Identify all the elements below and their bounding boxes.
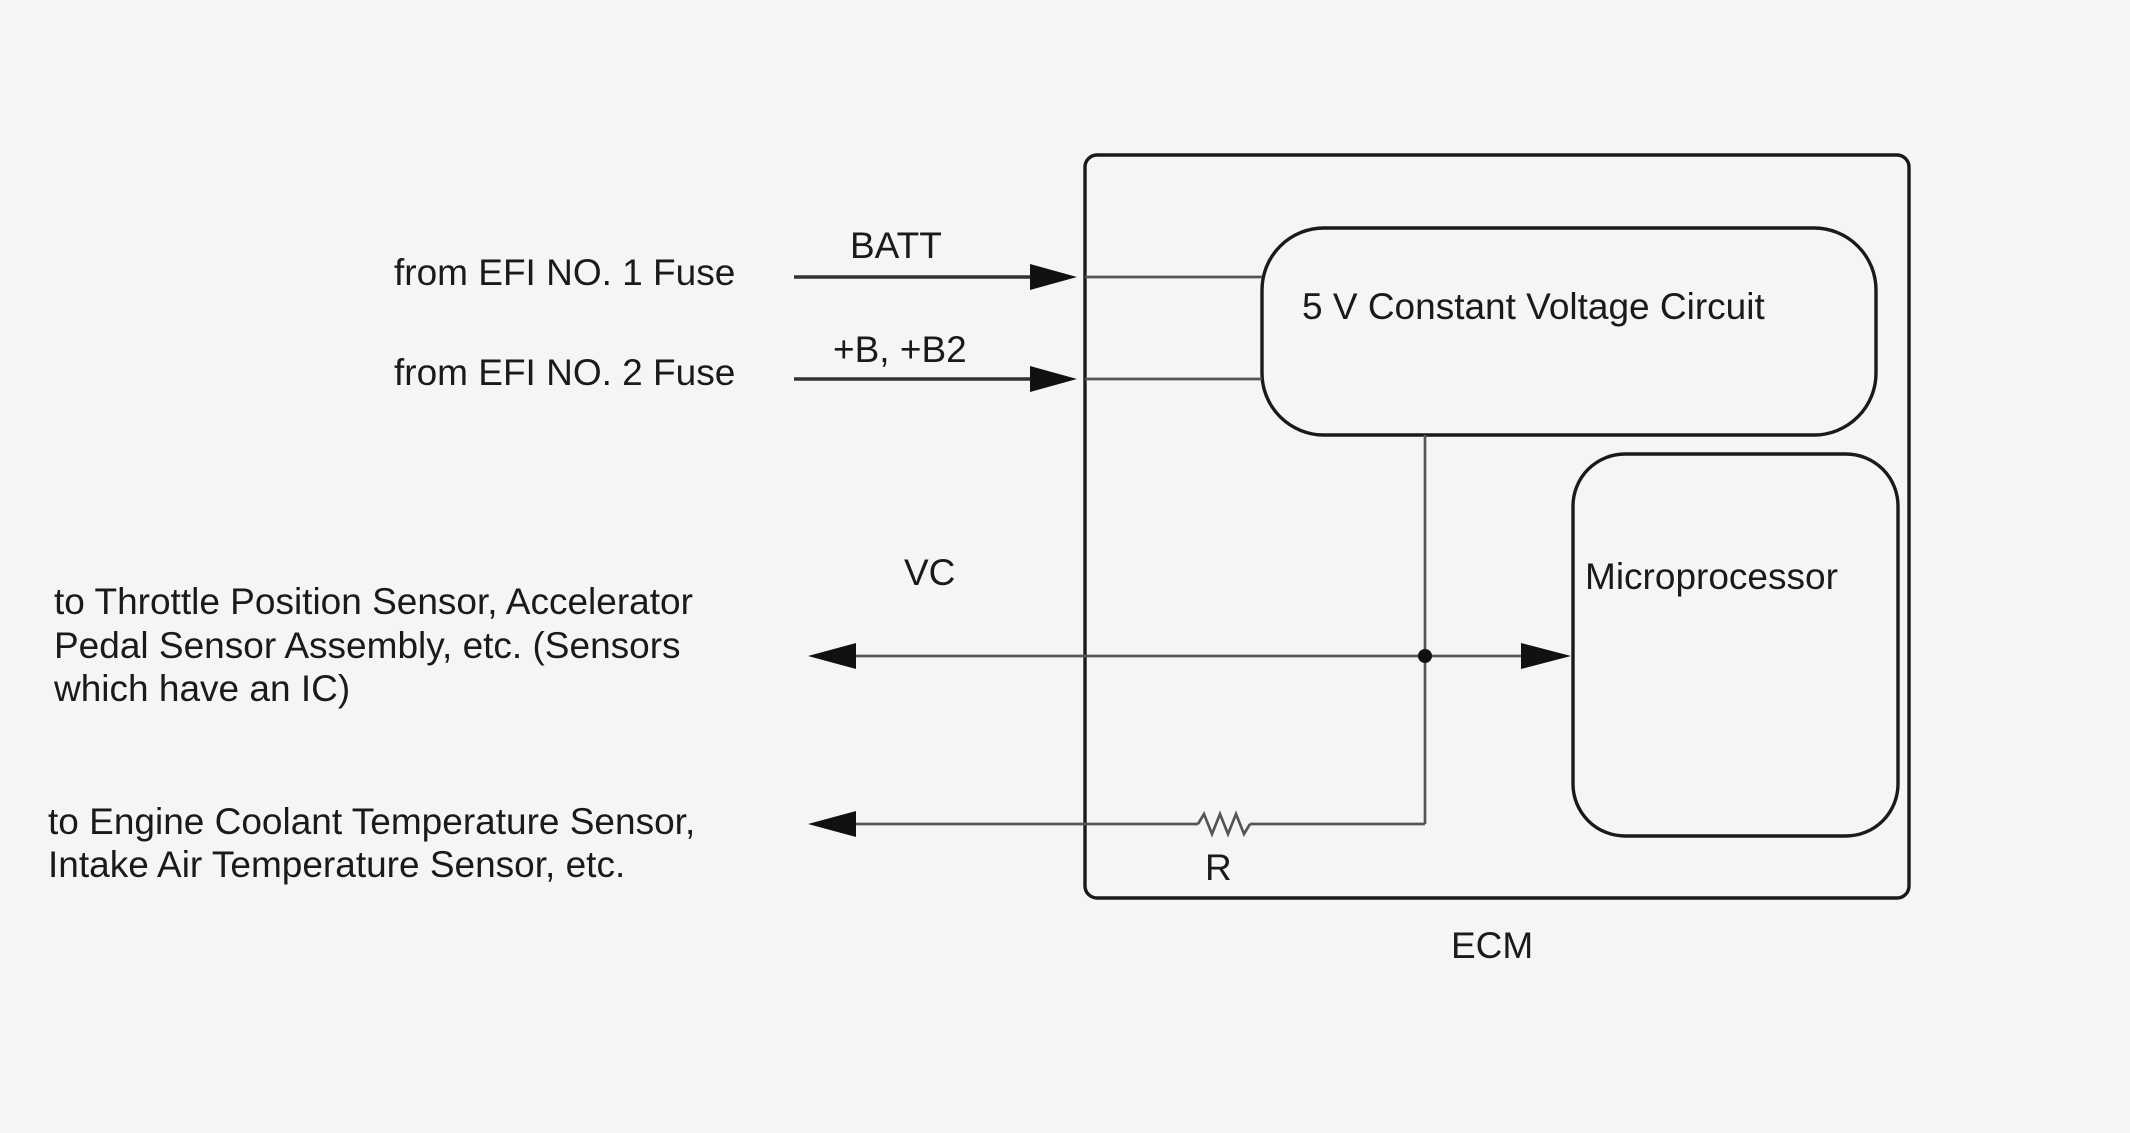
vc-destination-line-1: to Throttle Position Sensor, Accelerator <box>54 581 693 622</box>
temp-destination-line-1: to Engine Coolant Temperature Sensor, <box>48 801 695 842</box>
batt-signal-label: BATT <box>850 225 942 266</box>
vc-left-arrowhead <box>808 643 856 669</box>
ecm-enclosure <box>1083 153 1911 900</box>
b-signal-label: +B, +B2 <box>833 329 967 370</box>
microprocessor-arrowhead <box>1521 643 1571 669</box>
resistor-label: R <box>1205 847 1232 888</box>
voltage-circuit-label: 5 V Constant Voltage Circuit <box>1302 286 1765 327</box>
fuse2-label: from EFI NO. 2 Fuse <box>394 352 735 393</box>
vc-signal-label: VC <box>904 552 955 593</box>
vc-destination-line-2: Pedal Sensor Assembly, etc. (Sensors <box>54 625 681 666</box>
microprocessor-label: Microprocessor <box>1585 556 1838 597</box>
vc-destination-line-3: which have an IC) <box>53 668 350 709</box>
fuse1-label: from EFI NO. 1 Fuse <box>394 252 735 293</box>
resistor-symbol <box>1196 810 1252 838</box>
voltage-circuit-block <box>1260 226 1878 437</box>
vc-junction-dot <box>1418 649 1432 663</box>
ecm-label: ECM <box>1451 925 1533 966</box>
b-arrowhead <box>1030 366 1077 392</box>
microprocessor-block <box>1571 452 1900 838</box>
temp-left-arrowhead <box>808 811 856 837</box>
temp-destination-line-2: Intake Air Temperature Sensor, etc. <box>48 844 625 885</box>
batt-arrowhead <box>1030 264 1077 290</box>
